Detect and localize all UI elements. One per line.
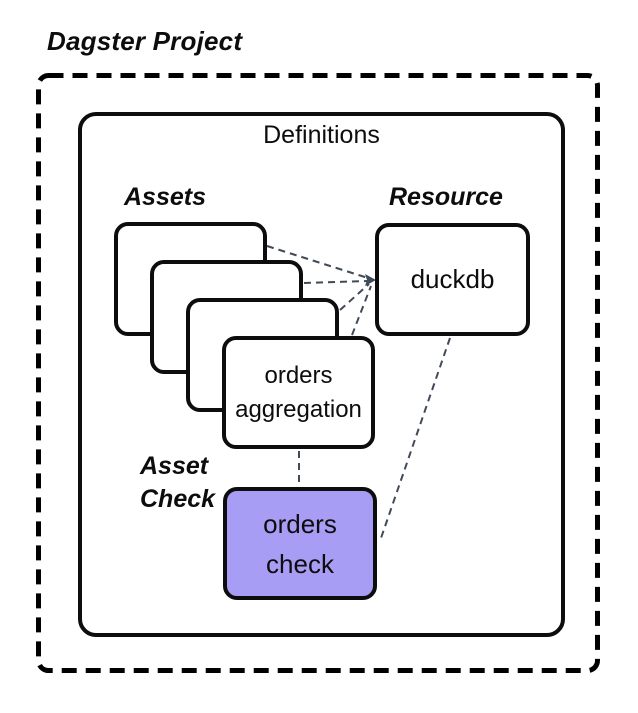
definitions-label: Definitions xyxy=(263,121,380,149)
asset-check-node-line2: check xyxy=(266,548,334,579)
resource-node-duckdb: duckdb xyxy=(375,223,530,336)
asset-card-label-line2: aggregation xyxy=(235,395,362,423)
resource-label: Resource xyxy=(389,183,503,211)
asset-check-label: Asset Check xyxy=(140,450,215,516)
definitions-box xyxy=(78,112,565,637)
resource-node-label: duckdb xyxy=(410,264,495,294)
asset-check-node-orders-check: orders check xyxy=(223,487,377,600)
asset-card-orders-aggregation: orders aggregation xyxy=(222,336,375,449)
asset-check-label-line2: Check xyxy=(140,485,216,513)
asset-check-label-line1: Asset xyxy=(140,452,209,480)
project-title: Dagster Project xyxy=(47,26,243,56)
asset-check-node-line1: orders xyxy=(263,508,337,539)
asset-card-label-line1: orders xyxy=(264,361,333,389)
assets-label: Assets xyxy=(124,183,206,211)
